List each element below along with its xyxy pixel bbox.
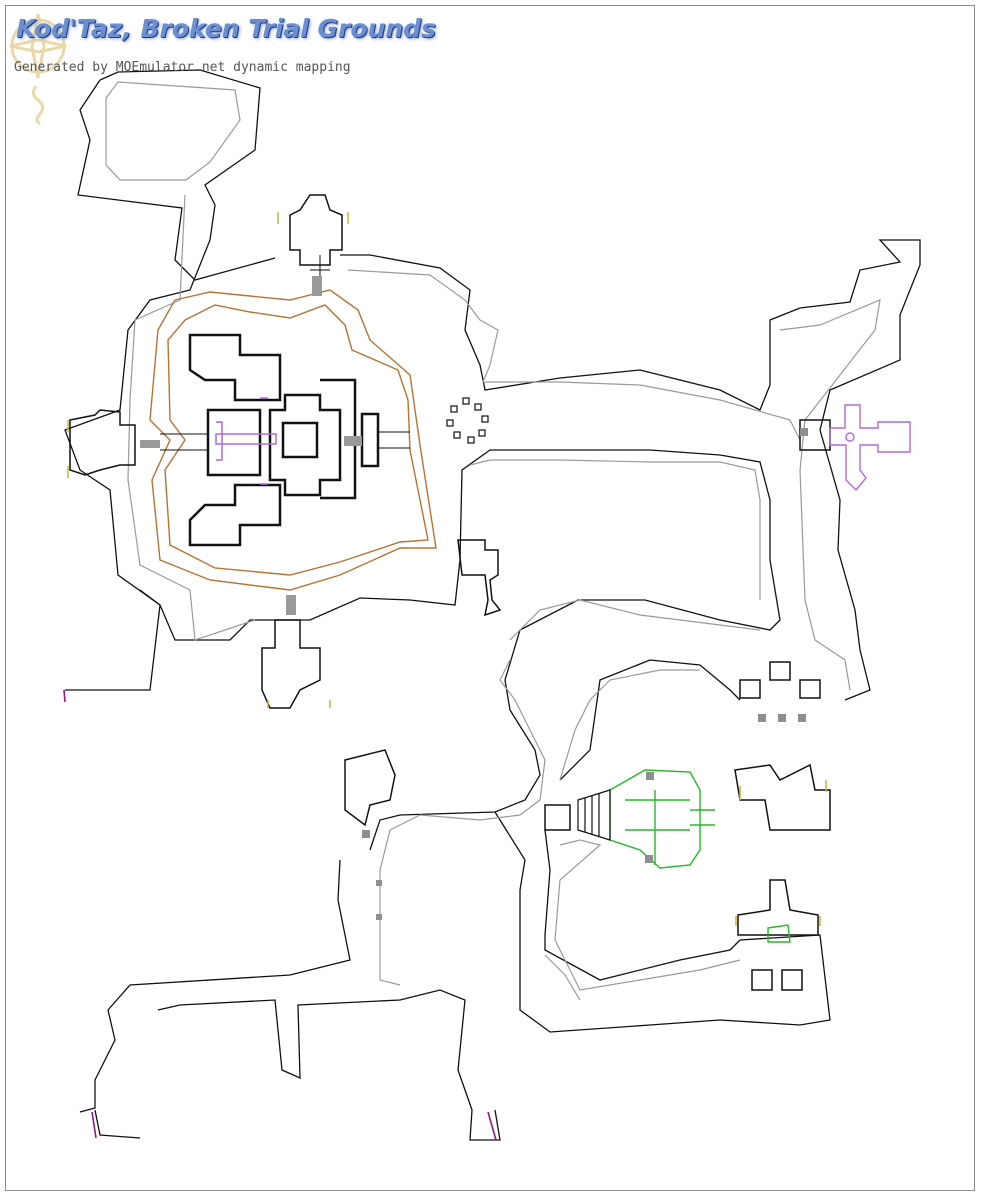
inner-wall-northwest-lobe: [105, 81, 241, 181]
temple-north-wing: [188, 333, 282, 402]
temple-west-corridor: [160, 433, 208, 451]
green-temple-halls: [625, 790, 715, 865]
cave-wall-west-side: [139, 449, 781, 851]
temple-altar: [281, 421, 319, 459]
temple-purple-hall: [215, 433, 277, 445]
inner-wall-central: [379, 599, 761, 986]
east-gate-purple-link: [799, 419, 831, 451]
temple-east-stairs: [344, 436, 362, 446]
pillar: [778, 714, 786, 722]
temple-east-gate: [360, 412, 380, 468]
north-shrine: [289, 194, 343, 266]
central-hut: [544, 804, 571, 831]
green-temple-steps: [577, 789, 611, 841]
inner-wall-north: [347, 269, 801, 441]
inner-wall-central-loop: [559, 669, 700, 781]
pillar: [376, 914, 382, 920]
map-frame: [5, 5, 975, 1191]
pillar: [362, 830, 370, 838]
temple-outer-ring: [149, 289, 437, 591]
temple-east-corridor: [378, 431, 410, 449]
south-shrine: [261, 619, 321, 709]
temple-inner-ring: [164, 304, 429, 576]
pillar: [646, 772, 654, 780]
cave-wall-northwest-inner: [77, 79, 276, 281]
west-shrine: [69, 409, 136, 476]
cave-wall-central-loop: [559, 659, 741, 781]
cave-wall-northwest-lobe: [64, 69, 261, 691]
pillar: [645, 855, 653, 863]
green-shrine-room: [767, 924, 791, 943]
south-east-houses: [751, 969, 803, 991]
purple-gate-structure: [829, 404, 911, 492]
cave-wall-south-east: [494, 811, 831, 1033]
south-east-shrine: [737, 879, 819, 936]
pillar: [800, 428, 808, 436]
east-tower: [734, 763, 831, 831]
temple-south-wing: [188, 483, 282, 547]
temple-purple-markers: [216, 397, 268, 485]
zone-exit-south: [487, 1111, 497, 1141]
inner-wall-east-column: [779, 299, 881, 691]
map-credit: Generated by MQEmulator.net dynamic mapp…: [14, 60, 351, 75]
cave-wall-south-west: [79, 859, 351, 1139]
temple-south-stairs: [286, 595, 296, 615]
temple-central-hall: [268, 393, 342, 497]
south-west-tower: [344, 749, 396, 827]
northeast-house-group: [739, 661, 821, 699]
pillar: [758, 714, 766, 722]
green-temple: [609, 769, 701, 869]
purple-junction: [845, 432, 855, 442]
zone-exit-west: [63, 689, 66, 703]
east-annex: [457, 539, 502, 617]
temple-west-stairs: [140, 440, 160, 448]
temple-west-wing: [206, 408, 262, 477]
cave-wall-south-middle: [157, 989, 501, 1141]
temple-north-stairs: [312, 276, 322, 296]
inner-wall-south-east: [544, 839, 741, 1001]
pillar: [798, 714, 806, 722]
inner-wall-west: [127, 194, 256, 641]
shrine-marker: [67, 212, 827, 926]
zone-title: Kod'Taz, Broken Trial Grounds: [16, 14, 436, 43]
cave-wall-north-edge: [340, 239, 921, 701]
compass-rose-icon: [9, 13, 67, 126]
stone-circle: [446, 397, 489, 444]
pillar: [376, 880, 382, 886]
zone-exit-south-west: [91, 1111, 97, 1139]
inner-wall-west-corridor: [469, 459, 761, 600]
